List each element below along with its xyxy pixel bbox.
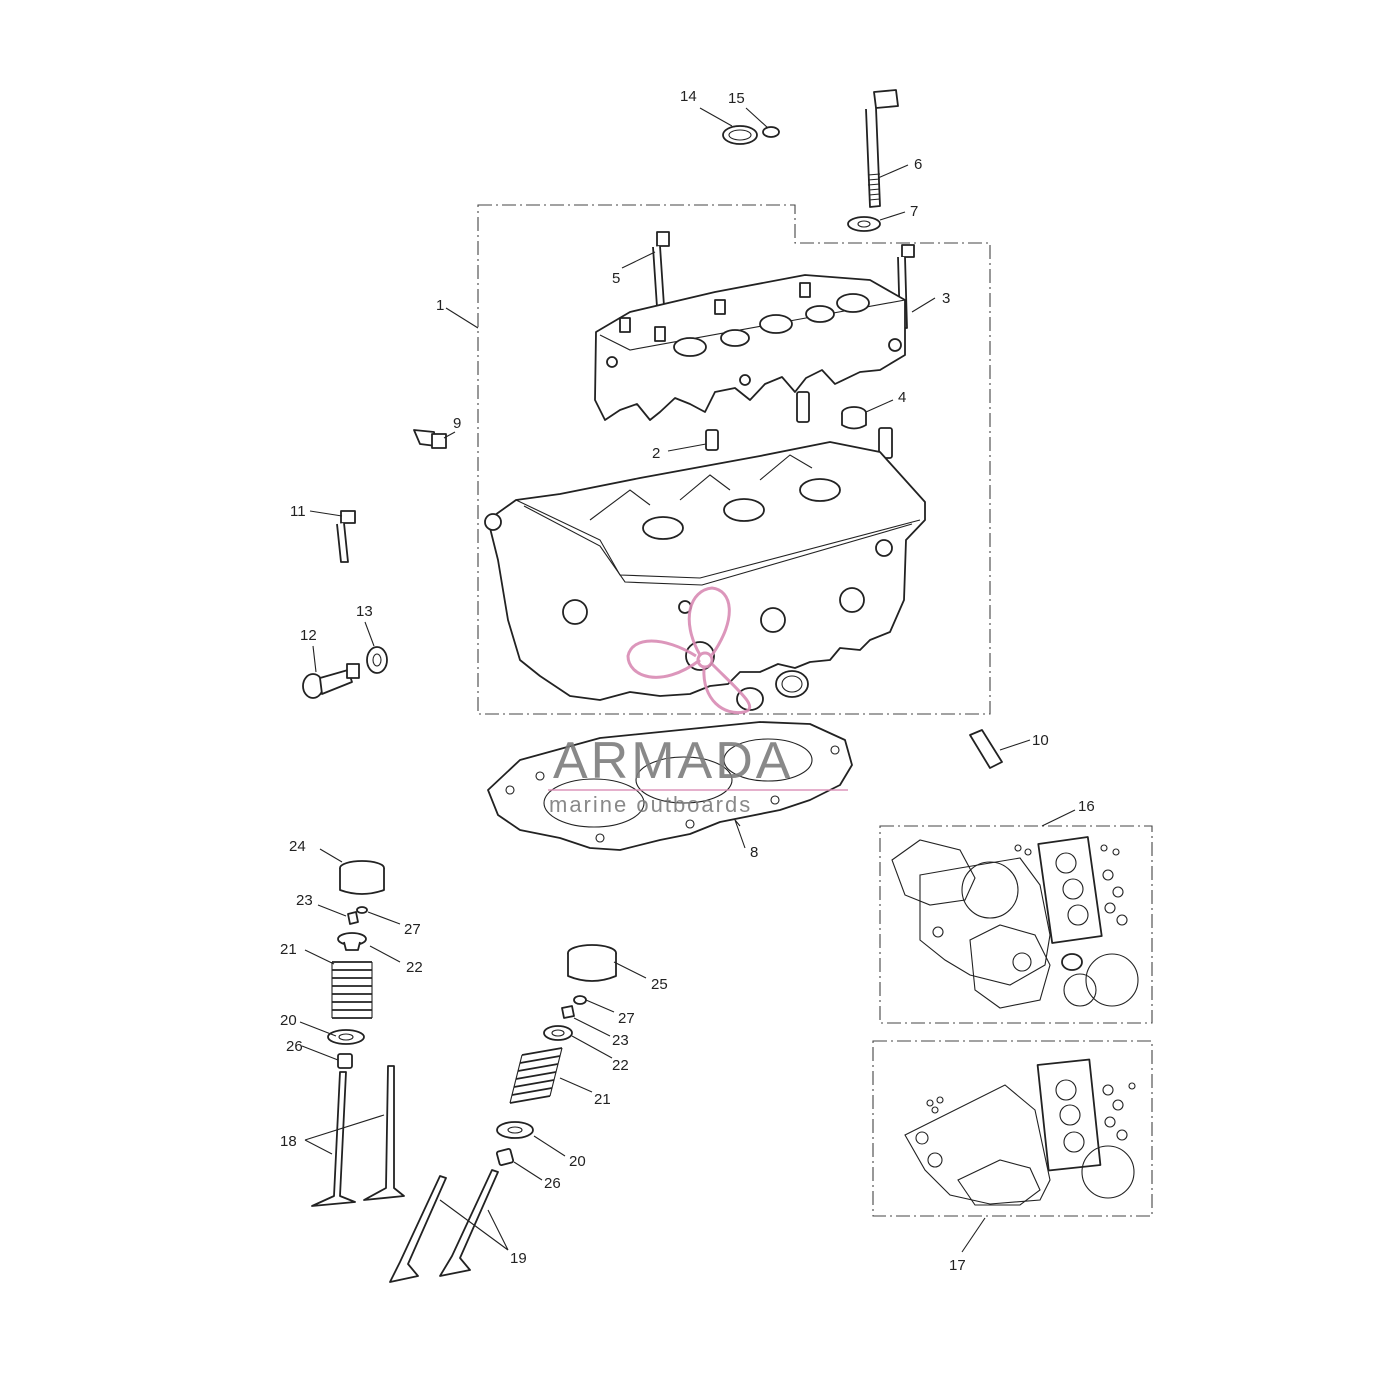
callout-15: 15	[728, 90, 745, 107]
camshaft-carrier	[594, 274, 906, 421]
callout-numbers: 1 2 3 4 5 6 7 8 9 10 11 12 13 14 15 16 1…	[280, 88, 1095, 1274]
long-head-bolt	[865, 89, 899, 208]
callout-23a: 23	[296, 892, 313, 909]
o-ring-large	[722, 125, 758, 145]
callout-27a: 27	[404, 921, 421, 938]
valve-stem-seal-left	[337, 1053, 353, 1069]
valve-collet-left	[347, 911, 359, 925]
valve-collet-right	[561, 1005, 575, 1019]
exhaust-valve-a	[389, 1175, 447, 1283]
intake-valve-b	[363, 1065, 405, 1201]
callout-16: 16	[1078, 798, 1095, 815]
callout-6: 6	[914, 156, 922, 173]
propeller-logo-icon	[626, 586, 752, 715]
callout-17: 17	[949, 1257, 966, 1274]
assembly-frame-cylinder-head	[477, 204, 991, 715]
callout-24: 24	[289, 838, 306, 855]
callout-2: 2	[652, 445, 660, 462]
dowel-pin-center	[796, 391, 810, 423]
side-bolt	[336, 510, 356, 563]
leader-lines	[299, 107, 1076, 1253]
cylinder-head	[484, 441, 926, 701]
cam-cover-bolt-long	[652, 231, 670, 308]
valve-o-clip-right	[573, 995, 587, 1005]
valve-spring-left	[331, 961, 373, 1019]
watermark-tagline: marine outboards	[549, 792, 752, 817]
valve-stem-seal-right	[495, 1147, 515, 1167]
oil-seal-cap	[841, 406, 867, 430]
head-gasket	[487, 721, 853, 851]
spring-seat-left	[327, 1029, 365, 1045]
banjo-bolt	[302, 663, 360, 699]
callout-23b: 23	[612, 1032, 629, 1049]
callout-20a: 20	[280, 1012, 297, 1029]
callout-22a: 22	[406, 959, 423, 976]
callout-14: 14	[680, 88, 697, 105]
callout-12: 12	[300, 627, 317, 644]
o-ring-small	[762, 126, 780, 138]
callout-26b: 26	[544, 1175, 561, 1192]
callout-13: 13	[356, 603, 373, 620]
callout-10: 10	[1032, 732, 1049, 749]
valve-spring-right	[509, 1047, 563, 1104]
callout-8: 8	[750, 844, 758, 861]
callout-27b: 27	[618, 1010, 635, 1027]
spring-seat-right	[496, 1121, 534, 1139]
gasket-set-top-end	[904, 1058, 1136, 1206]
callout-20b: 20	[569, 1153, 586, 1170]
tappet-bucket-left	[339, 860, 385, 895]
dowel-pin-left	[705, 429, 719, 451]
callout-5: 5	[612, 270, 620, 287]
spring-retainer-left	[337, 932, 367, 951]
callout-19: 19	[510, 1250, 527, 1267]
exhaust-valve-b	[439, 1169, 499, 1277]
head-o-ring-large	[775, 670, 809, 698]
callout-21a: 21	[280, 941, 297, 958]
armada-watermark: ARMADA marine outboards	[548, 586, 848, 817]
callout-11: 11	[290, 503, 306, 520]
tappet-bucket-right	[567, 944, 617, 982]
bolt-washer	[847, 216, 881, 232]
stud	[969, 729, 1003, 769]
spring-retainer-right	[543, 1025, 573, 1041]
callout-26a: 26	[286, 1038, 303, 1055]
callout-25: 25	[651, 976, 668, 993]
callout-7: 7	[910, 203, 918, 220]
sealing-washer	[366, 646, 388, 674]
assembly-frame-gasket-set-bottom	[872, 1040, 1153, 1217]
callout-18: 18	[280, 1133, 297, 1150]
callout-9: 9	[453, 415, 461, 432]
callout-1: 1	[436, 297, 444, 314]
valve-o-clip-left	[356, 906, 368, 914]
callout-22b: 22	[612, 1057, 629, 1074]
callout-3: 3	[942, 290, 950, 307]
callout-4: 4	[898, 389, 906, 406]
breather-fitting	[413, 429, 447, 449]
watermark-brand: ARMADA	[553, 732, 793, 790]
callout-21b: 21	[594, 1091, 611, 1108]
assembly-frame-gasket-set-top	[879, 825, 1153, 1024]
gasket-set-full	[891, 836, 1139, 1009]
intake-valve-a	[311, 1071, 356, 1207]
